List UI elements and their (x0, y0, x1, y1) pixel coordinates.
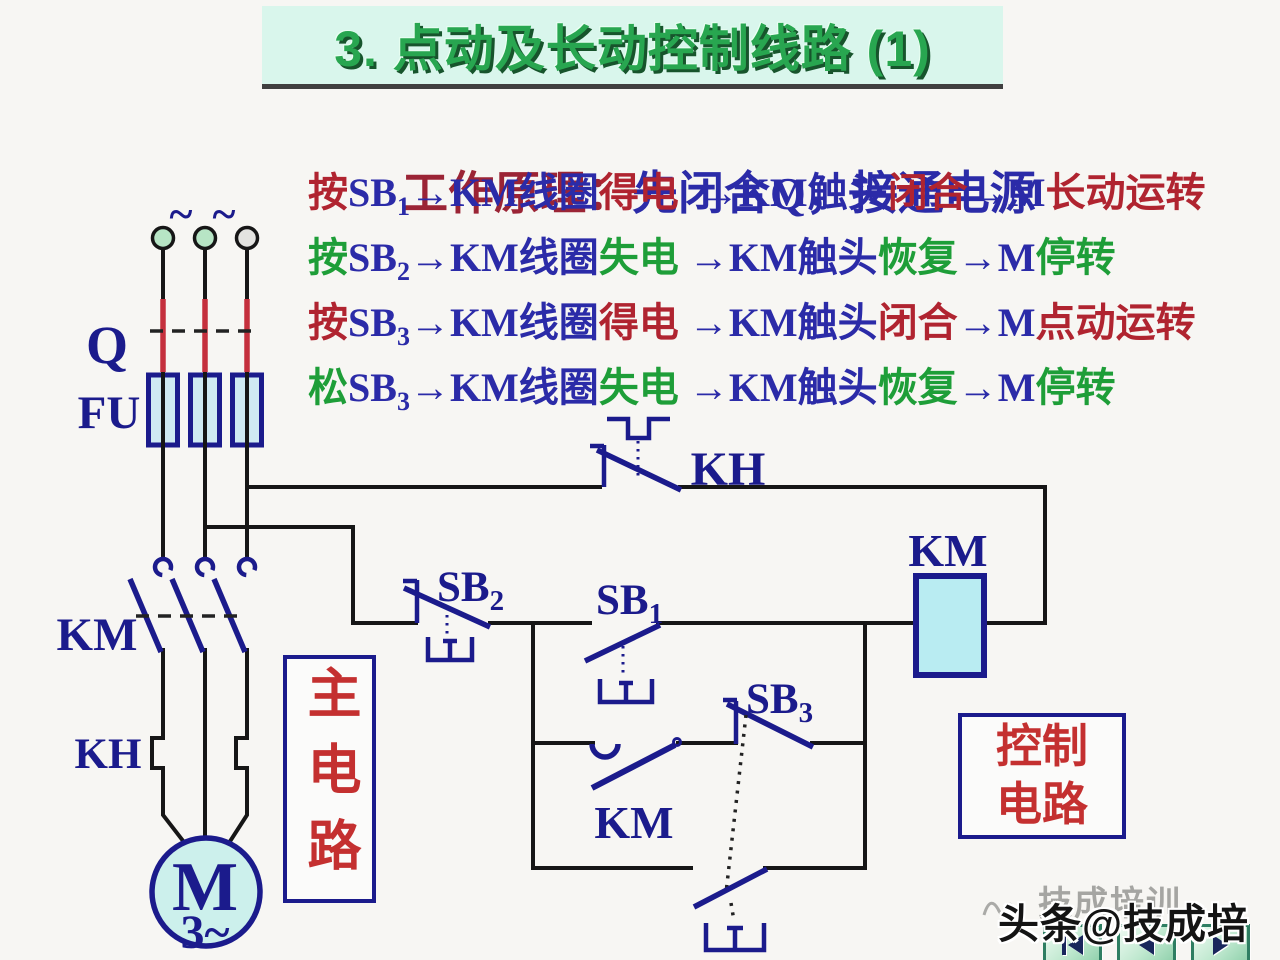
principle-segment: 松 (308, 365, 348, 410)
sb3-composite-button (692, 697, 815, 953)
principle-heading-label: 工作原理： (402, 168, 632, 219)
principle-segment: →KM线圈 (409, 235, 599, 280)
arrow-left-icon (1139, 935, 1154, 955)
km-main-contacts (127, 556, 258, 654)
watermark-background-text: 技成培训 (1038, 885, 1182, 923)
fu-label: FU (78, 387, 141, 439)
principle-segment: 3 (396, 387, 410, 416)
km-coil (913, 573, 987, 678)
principle-segment: 1 (396, 192, 410, 221)
sb2-label: SB2 (437, 564, 504, 617)
km-main-label: KM (57, 609, 138, 661)
principle-line: 按SB2→KM线圈失电 →KM触头恢复→M停转 (308, 225, 1208, 290)
principle-segment: SB (348, 365, 397, 410)
main-circuit-label: 主电路 (299, 665, 359, 893)
q-label: Q (86, 315, 128, 375)
page-title: 3. 点动及长动控制线路 (1) (334, 21, 931, 77)
motor-3ph-label: 3~ (181, 906, 230, 959)
principle-line: 松SB3→KM线圈失电 →KM触头恢复→M停转 (308, 355, 1208, 420)
principle-segment: →KM触头 (678, 170, 888, 215)
control-circuit-label: 控制电路 (996, 721, 1088, 830)
sb2-nc-button (402, 578, 492, 663)
principle-segment: →KM线圈 (409, 170, 599, 215)
principle-segment: 2 (396, 257, 410, 286)
principle-segment: SB (348, 170, 397, 215)
control-circuit-box: 控制电路 (958, 713, 1126, 839)
motor-m-label: M (172, 849, 238, 926)
principle-segment: 按 (308, 235, 348, 280)
kh-contact-label: KH (691, 443, 766, 496)
kh-nc-contact (590, 416, 683, 493)
sb1-no-button (583, 622, 662, 705)
principle-segment: →M (967, 170, 1046, 215)
principle-segment: →KM线圈 (409, 300, 599, 345)
nav-buttons (1043, 924, 1250, 960)
principle-segment: →M (957, 300, 1036, 345)
principle-segment: 3 (396, 322, 410, 351)
sb3-label: SB3 (746, 676, 813, 729)
principle-segment: 恢复 (877, 235, 958, 280)
principle-segment: →M (957, 235, 1036, 280)
nav-forward-button[interactable] (1191, 924, 1250, 960)
principle-segment: 失电 (598, 235, 679, 280)
motor: M 3~ (149, 835, 263, 959)
arrow-right-icon (1213, 935, 1228, 955)
nav-start-button[interactable] (1043, 924, 1102, 960)
principle-segment: →KM触头 (678, 300, 878, 345)
principle-heading: 工作原理：先闭合Q，接通电源 (356, 104, 1036, 276)
principle-segment: 按 (308, 170, 348, 215)
phase-tilde-2: ~ (213, 190, 236, 239)
power-terminals (150, 225, 260, 251)
principle-segment: 停转 (1035, 235, 1116, 280)
principle-segment: SB (348, 235, 397, 280)
principle-segment: 失电 (598, 365, 679, 410)
principle-segment: 停转 (1035, 365, 1116, 410)
nav-back-button[interactable] (1117, 924, 1176, 960)
principle-segment: 点动运转 (1035, 300, 1196, 345)
watermark-text: 头条@技成培训 (998, 901, 1249, 947)
principle-lines: 按SB1→KM线圈得电 →KM触头闭合→M长动运转按SB2→KM线圈失电 →KM… (308, 160, 1208, 420)
phase-tilde-1: ~ (170, 190, 193, 239)
principle-segment: 按 (308, 300, 348, 345)
km-aux-contact (589, 737, 682, 791)
q-switch (150, 299, 256, 372)
principle-segment: →KM触头 (678, 235, 878, 280)
sb1-label: SB1 (596, 577, 663, 630)
principle-segment: →KM线圈 (409, 365, 599, 410)
principle-segment: 得电 (598, 170, 679, 215)
principle-segment: →M (957, 365, 1036, 410)
principle-segment: 得电 (598, 300, 679, 345)
principle-segment: 闭合 (877, 300, 958, 345)
principle-segment: →KM触头 (678, 365, 878, 410)
principle-segment: 长动运转 (1045, 170, 1206, 215)
principle-heading-statement: 先闭合Q，接通电源 (632, 168, 1036, 219)
wires (150, 247, 1047, 870)
principle-segment: SB (348, 300, 397, 345)
principle-segment: 恢复 (877, 365, 958, 410)
main-circuit-box: 主电路 (283, 655, 376, 903)
km-coil-label: KM (908, 525, 987, 576)
kh-heater-label: KH (75, 731, 142, 778)
km-aux-label: KM (594, 797, 673, 848)
principle-line: 按SB3→KM线圈得电 →KM触头闭合→M点动运转 (308, 290, 1208, 355)
watermark-scribble (982, 901, 1013, 916)
title-bar: 3. 点动及长动控制线路 (1) (262, 6, 1003, 89)
principle-segment: 闭合 (887, 170, 968, 215)
skip-start-icon (1068, 935, 1083, 955)
skip-start-bar-icon (1062, 935, 1066, 955)
principle-line: 按SB1→KM线圈得电 →KM触头闭合→M长动运转 (308, 160, 1208, 225)
